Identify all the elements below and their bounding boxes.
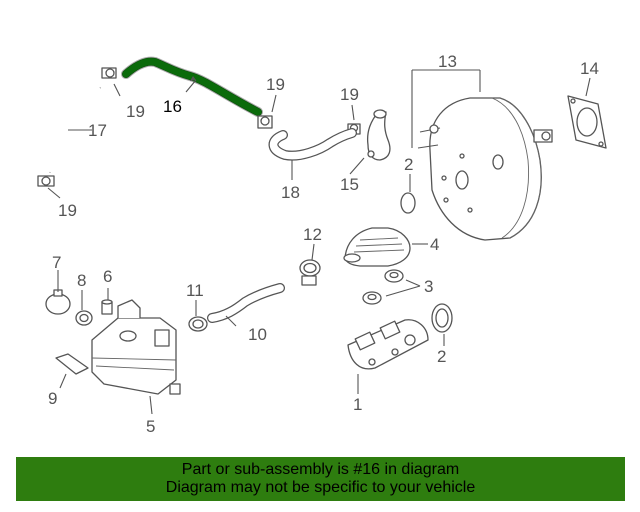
callout-5: 5: [146, 417, 155, 436]
part-2-o-ring-lower[interactable]: [431, 303, 453, 333]
part-13-brake-booster[interactable]: [417, 97, 553, 241]
part-1-master-cylinder[interactable]: [347, 319, 429, 370]
callout-11: 11: [186, 281, 204, 300]
callout-14: 14: [580, 59, 599, 78]
callout-19-center: 19: [266, 75, 285, 94]
part-3-grommet-upper[interactable]: [384, 269, 404, 283]
callout-8: 8: [77, 271, 86, 290]
part-7-cap[interactable]: [45, 289, 71, 315]
part-19-clip-bottom-left[interactable]: [37, 175, 55, 187]
leader-lines: [47, 69, 591, 415]
callout-10: 10: [248, 325, 267, 344]
banner-line-2: Diagram may not be specific to your vehi…: [165, 479, 476, 496]
callout-7: 7: [52, 253, 61, 272]
part-5-reservoir[interactable]: [91, 299, 181, 395]
callout-1: 1: [353, 395, 362, 414]
part-3-grommet-lower[interactable]: [362, 291, 382, 305]
part-19-clip-top-left[interactable]: [101, 67, 117, 79]
parts-diagram: 16 19 17 19 19 19 18 15 13 14 2 4 3 12 2…: [37, 52, 607, 436]
callout-4: 4: [430, 235, 439, 254]
callout-18: 18: [281, 183, 300, 202]
part-4-reservoir-seal[interactable]: [343, 227, 411, 267]
part-2-o-ring-upper[interactable]: [400, 192, 416, 214]
callout-16: 16: [163, 97, 182, 116]
part-14-gasket[interactable]: [567, 95, 607, 149]
part-6-plug[interactable]: [101, 299, 113, 315]
callout-19-right: 19: [340, 85, 359, 104]
part-9-bracket[interactable]: [55, 353, 89, 375]
callout-17: 17: [88, 121, 107, 140]
part-10-hose[interactable]: [207, 283, 285, 323]
part-12-clamp[interactable]: [299, 259, 321, 286]
callout-3: 3: [424, 277, 433, 296]
callout-12: 12: [303, 225, 322, 244]
callout-19-bottom-left: 19: [58, 201, 77, 220]
part-11-clamp[interactable]: [188, 316, 208, 332]
part-8-filter[interactable]: [75, 310, 93, 326]
callout-9: 9: [48, 389, 57, 408]
callout-13: 13: [438, 52, 457, 71]
callout-2-lower: 2: [437, 347, 446, 366]
callout-6: 6: [103, 267, 112, 286]
part-19-clip-center[interactable]: [257, 115, 273, 129]
diagram-notice-banner: Part or sub-assembly is #16 in diagram D…: [16, 457, 625, 501]
callout-labels: 16 19 17 19 19 19 18 15 13 14 2 4 3 12 2…: [48, 52, 599, 436]
part-18-hose[interactable]: [268, 128, 357, 161]
part-16-vacuum-hose[interactable]: [121, 56, 263, 117]
callout-15: 15: [340, 175, 359, 194]
callout-2-upper: 2: [404, 155, 413, 174]
callout-19-top-left: 19: [126, 102, 145, 121]
part-15-check-valve[interactable]: [366, 109, 391, 161]
banner-line-1: Part or sub-assembly is #16 in diagram: [181, 461, 460, 478]
